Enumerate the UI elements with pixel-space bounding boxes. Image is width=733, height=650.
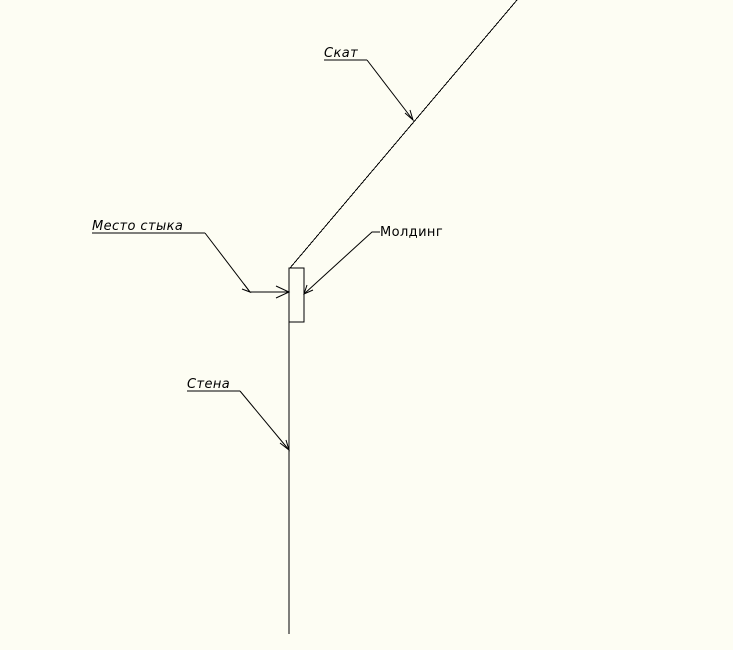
- slope-leader: [366, 59, 414, 121]
- wall-label: Стена: [187, 377, 230, 392]
- wall-leader: [239, 390, 290, 451]
- joint-leader-tick: [241, 283, 252, 294]
- joint-label: Место стыка: [92, 219, 183, 234]
- molding-leader-arrow: [303, 284, 314, 295]
- molding-leader: [303, 231, 380, 295]
- molding-label: Молдинг: [380, 225, 443, 240]
- joint-leader: [204, 232, 289, 293]
- wall-leader-arrow: [279, 439, 290, 452]
- slope-leader-arrow: [404, 109, 414, 122]
- joint-leader-arrow: [275, 285, 291, 299]
- molding-rect: [288, 267, 305, 323]
- slope-label: Скат: [324, 46, 358, 61]
- slope-line: [289, 0, 518, 269]
